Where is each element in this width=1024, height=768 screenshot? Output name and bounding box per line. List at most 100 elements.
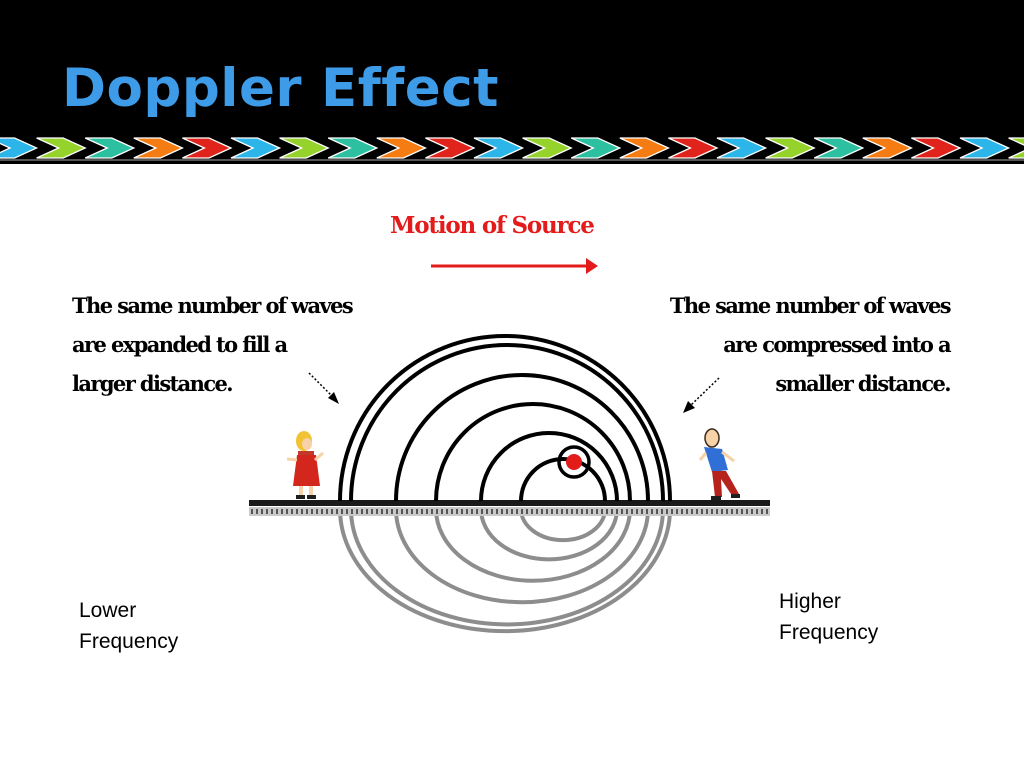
- chevron-arrow: [619, 137, 670, 159]
- ground-texture: [641, 509, 643, 514]
- ground-texture: [341, 509, 343, 514]
- chevron-arrow: [813, 137, 865, 159]
- boy-head: [704, 428, 720, 448]
- ground-texture: [526, 509, 528, 514]
- ground-texture: [581, 509, 583, 514]
- chevron-arrow: [716, 137, 768, 159]
- ground-texture: [471, 509, 473, 514]
- ground-texture: [276, 509, 278, 514]
- ground-line: [249, 500, 770, 506]
- ground-texture: [706, 509, 708, 514]
- ground-texture: [431, 509, 433, 514]
- ground-texture: [381, 509, 383, 514]
- expanded-waves-note: The same number of waves are expanded to…: [72, 286, 354, 403]
- ground-texture: [691, 509, 693, 514]
- note-line: are compressed into a: [723, 332, 951, 357]
- ground-texture: [491, 509, 493, 514]
- chevron-arrow: [522, 137, 573, 159]
- ground-texture: [536, 509, 538, 514]
- freq-line: Lower: [79, 599, 137, 622]
- ground-texture: [411, 509, 413, 514]
- right-pointer-arrowhead: [683, 401, 695, 413]
- compressed-waves-note: The same number of waves are compressed …: [669, 286, 952, 403]
- boy-shoe: [731, 494, 740, 498]
- chevron-arrow: [230, 137, 282, 159]
- chevron-arrow-band: [0, 134, 1024, 164]
- girl-shoe: [307, 495, 316, 499]
- ground-texture: [571, 509, 573, 514]
- ground-texture: [421, 509, 423, 514]
- ground-texture: [531, 509, 533, 514]
- ground-texture: [666, 509, 668, 514]
- ground-texture: [606, 509, 608, 514]
- ground-texture: [701, 509, 703, 514]
- inner-wavefront: [557, 445, 591, 479]
- boy-shirt: [704, 447, 728, 472]
- ground-texture: [436, 509, 438, 514]
- right-pointer-arrow: [689, 377, 720, 407]
- ground-texture: [561, 509, 563, 514]
- ground-texture: [306, 509, 308, 514]
- chevron-arrow: [376, 137, 427, 159]
- ground-texture: [296, 509, 298, 514]
- note-line: The same number of waves: [669, 293, 952, 318]
- ground-texture: [336, 509, 338, 514]
- ground-texture: [506, 509, 508, 514]
- wavefront-circle: [434, 402, 632, 502]
- motion-arrowhead: [586, 258, 598, 274]
- ground-texture: [386, 509, 388, 514]
- ground-texture: [721, 509, 723, 514]
- ground-texture: [416, 509, 418, 514]
- ground-texture: [601, 509, 603, 514]
- ground-texture: [591, 509, 593, 514]
- ground-texture: [316, 509, 318, 514]
- ground-texture: [486, 509, 488, 514]
- ground-texture: [376, 509, 378, 514]
- motion-of-source-label: Motion of Source: [390, 212, 595, 239]
- ground-texture: [596, 509, 598, 514]
- ground-texture: [406, 509, 408, 514]
- chevron-arrow: [133, 137, 184, 159]
- ground-texture: [751, 509, 753, 514]
- wavefront-circle: [479, 431, 619, 502]
- ground-texture: [426, 509, 428, 514]
- chevron-arrow: [570, 137, 622, 159]
- freq-line: Frequency: [779, 621, 879, 644]
- ground-texture: [521, 509, 523, 514]
- ground-texture: [756, 509, 758, 514]
- note-line: smaller distance.: [775, 371, 951, 396]
- slide-title: Doppler Effect: [62, 58, 500, 119]
- ground-texture: [656, 509, 658, 514]
- reflected-wavefront: [349, 508, 665, 627]
- note-line: The same number of waves: [72, 293, 354, 318]
- ground-texture: [441, 509, 443, 514]
- ground-texture: [311, 509, 313, 514]
- girl-arm: [314, 451, 324, 462]
- ground-texture: [556, 509, 558, 514]
- ground-texture: [401, 509, 403, 514]
- wavefront-circle: [394, 373, 650, 502]
- ground-texture: [611, 509, 613, 514]
- chevron-arrow: [473, 137, 525, 159]
- boy-shoe: [711, 496, 721, 500]
- chevron-arrow: [327, 137, 379, 159]
- ground-texture: [726, 509, 728, 514]
- ground-texture: [696, 509, 698, 514]
- ground-texture: [636, 509, 638, 514]
- boy-observer-icon: [698, 428, 740, 500]
- ground-texture: [736, 509, 738, 514]
- ground-texture: [681, 509, 683, 514]
- boy-pants: [712, 471, 739, 497]
- ground-texture: [766, 509, 768, 514]
- ground-texture: [396, 509, 398, 514]
- ground-texture: [566, 509, 568, 514]
- note-line: larger distance.: [72, 371, 234, 396]
- ground-texture: [746, 509, 748, 514]
- ground-texture: [676, 509, 678, 514]
- ground-texture: [271, 509, 273, 514]
- chevron-arrow: [911, 137, 962, 159]
- freq-line: Higher: [779, 590, 841, 613]
- wavefront-circle: [519, 457, 607, 502]
- reflected-wavefront: [394, 508, 650, 605]
- ground-texture: [551, 509, 553, 514]
